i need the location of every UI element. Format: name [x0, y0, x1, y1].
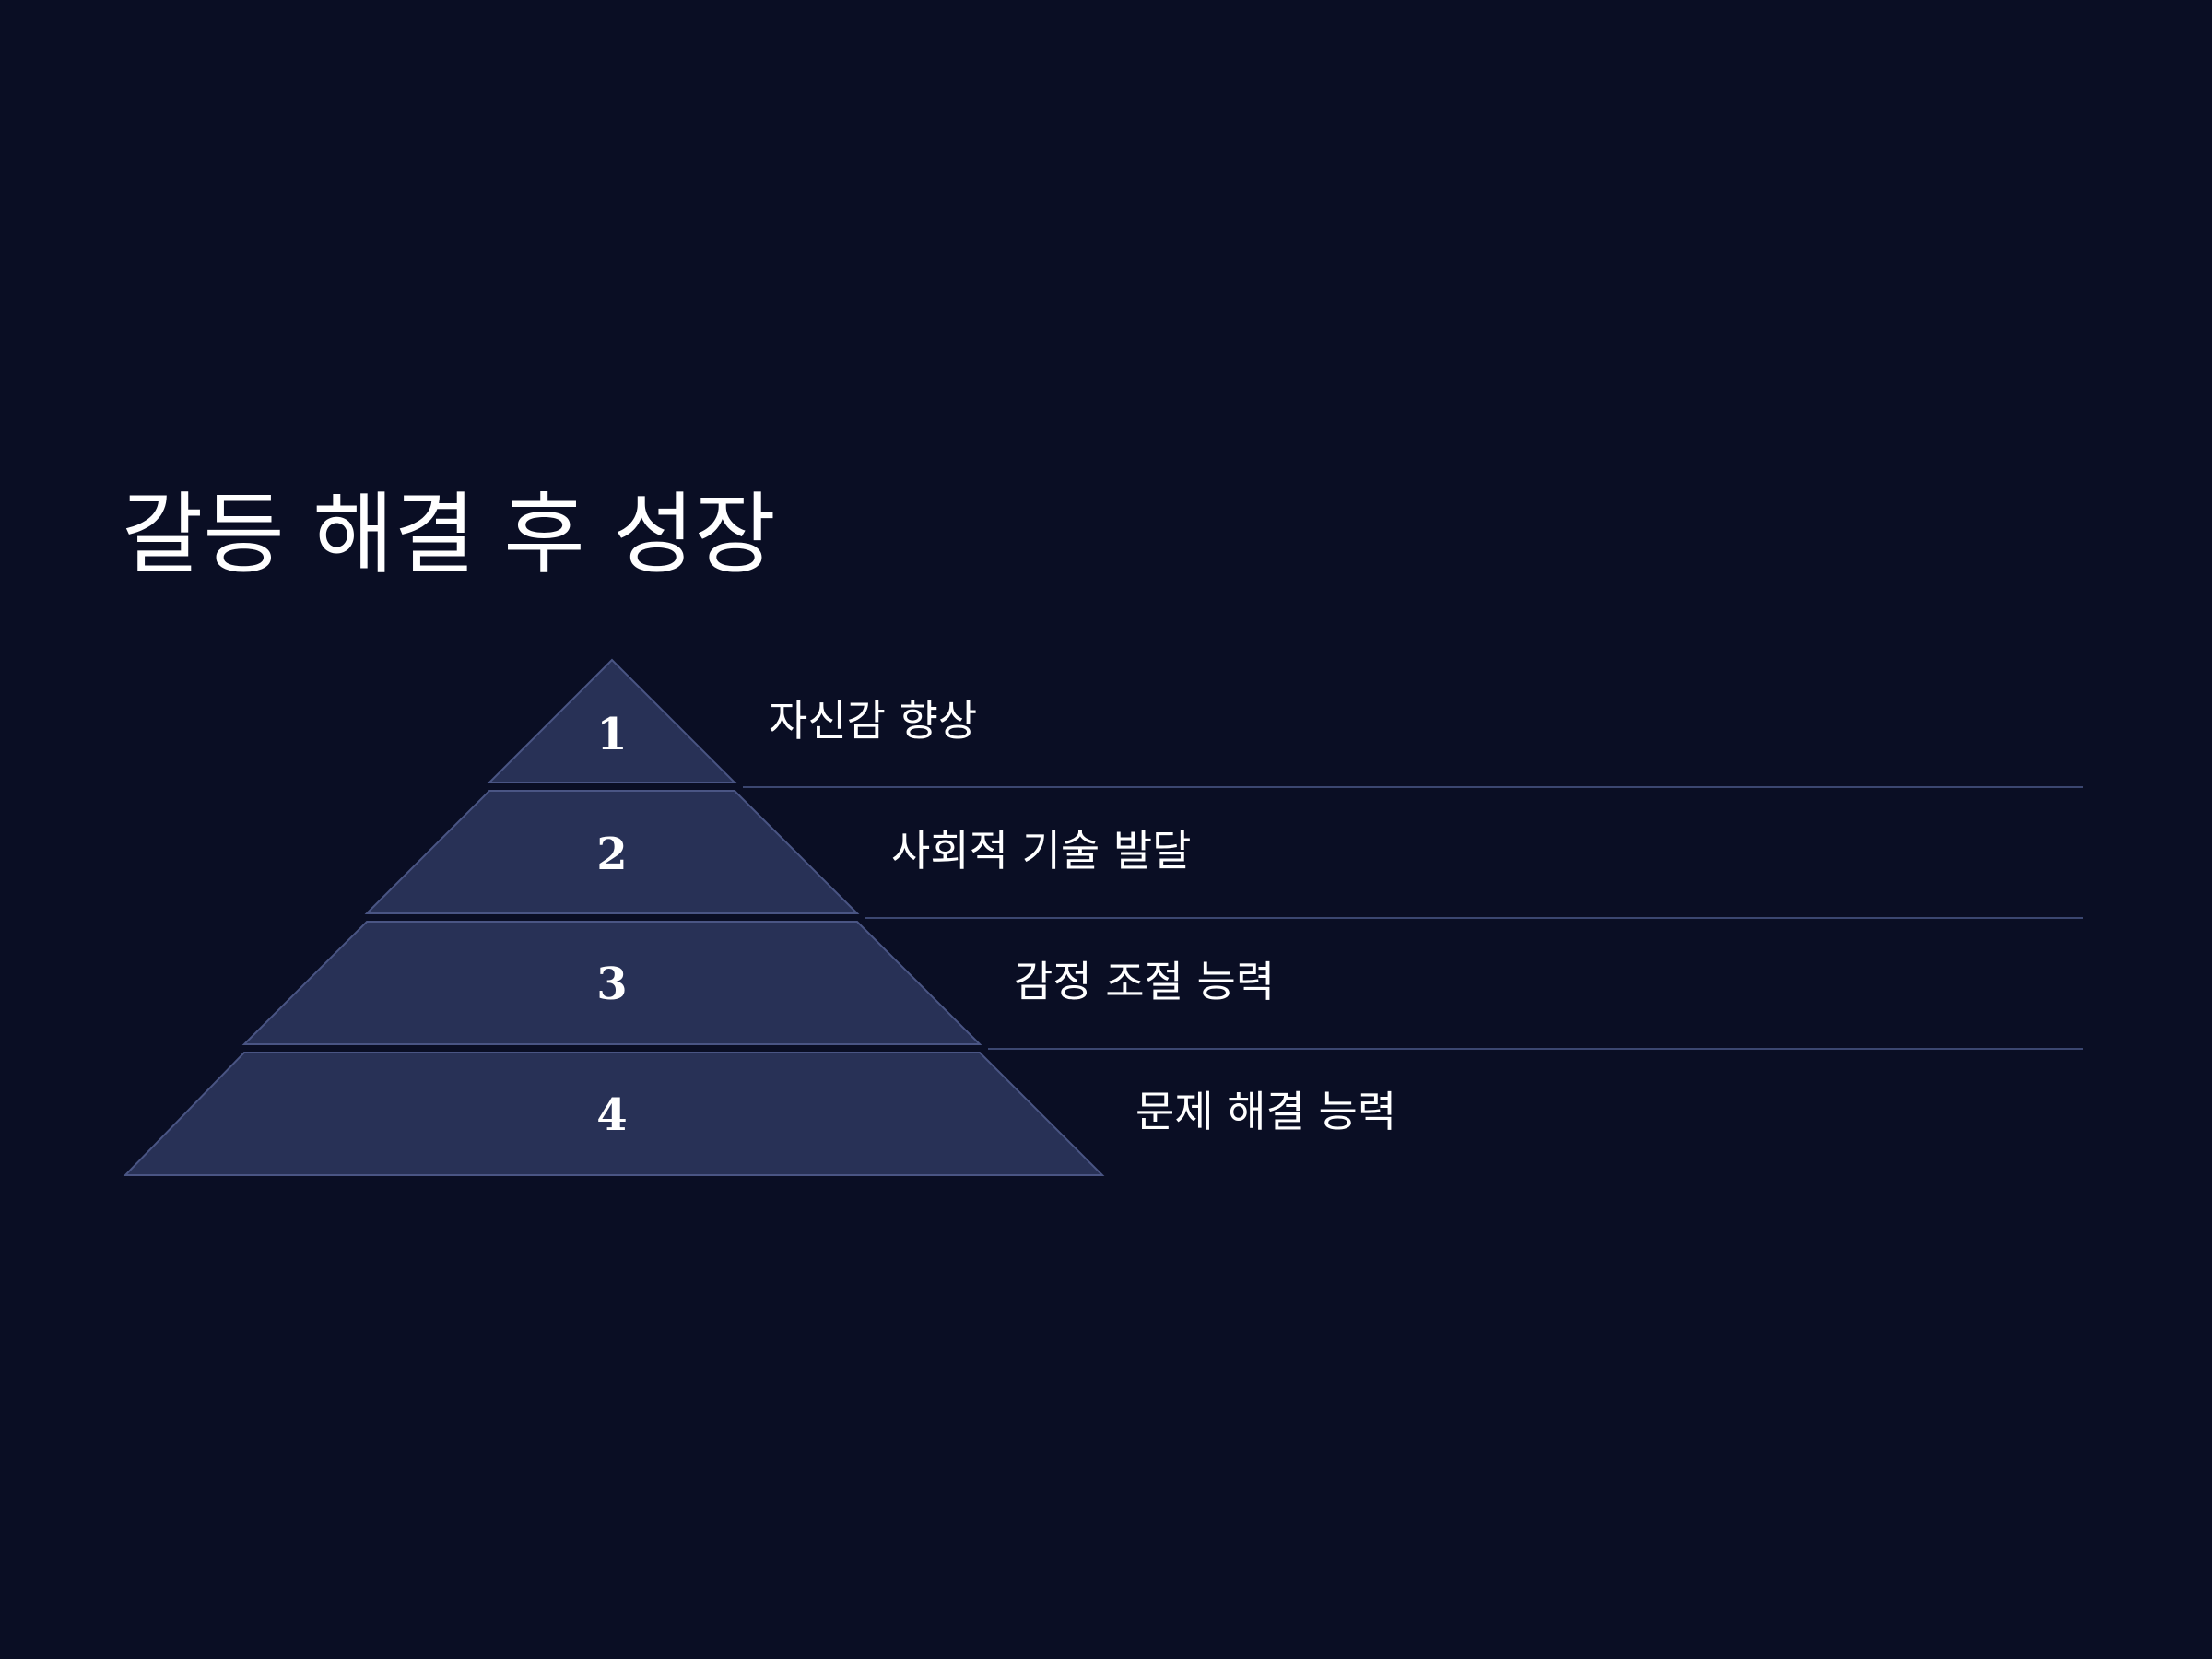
tier-label-1: 자신감 향상 — [769, 696, 978, 746]
pyramid-tier-2 — [364, 790, 860, 914]
pyramid-tier-1 — [487, 658, 737, 783]
pyramid-tier-4 — [123, 1052, 1105, 1176]
tier-number-3: 3 — [596, 959, 627, 1010]
slide-title: 갈등 해결 후 성장 — [122, 483, 776, 586]
tier-label-4: 문제 해결 능력 — [1135, 1087, 1397, 1136]
pyramid-tier-3 — [241, 921, 982, 1045]
tier-number-1: 1 — [596, 709, 627, 760]
tier-label-3: 감정 조절 능력 — [1014, 957, 1276, 1006]
tier-number-4: 4 — [596, 1089, 627, 1141]
tier-number-2: 2 — [596, 829, 627, 880]
tier-label-2: 사회적 기술 발달 — [891, 826, 1192, 876]
